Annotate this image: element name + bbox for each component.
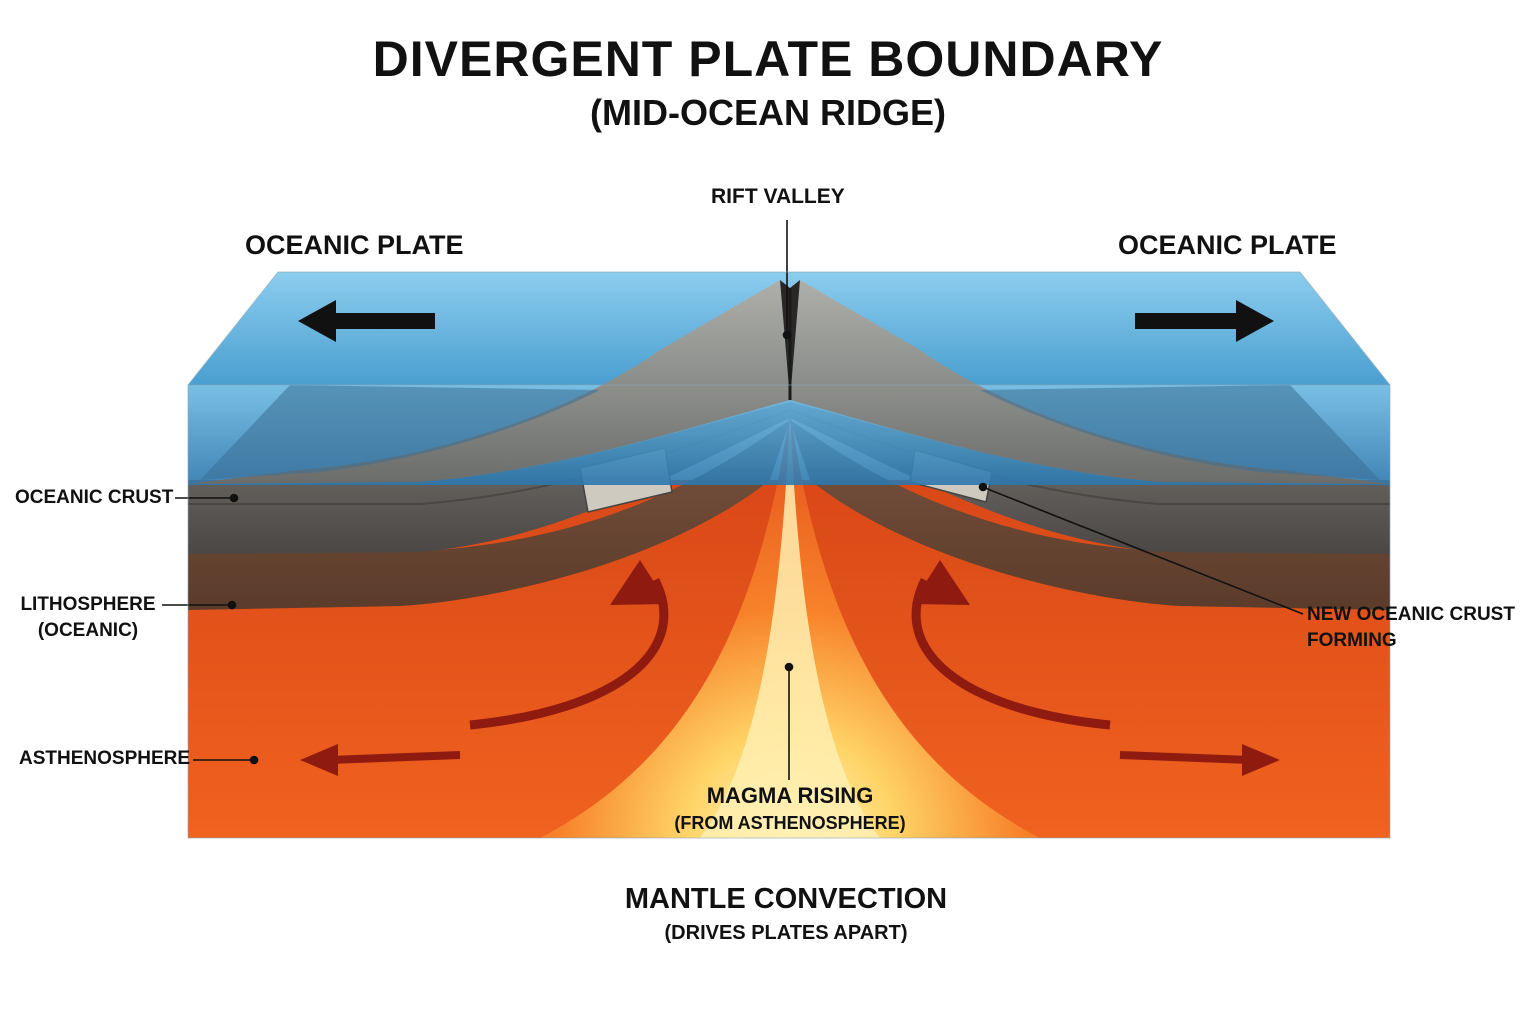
label-asthenosphere: ASTHENOSPHERE bbox=[19, 748, 191, 769]
label-lithosphere-line2: (OCEANIC) bbox=[37, 620, 139, 641]
label-new-crust-line2: FORMING bbox=[1307, 630, 1397, 651]
label-rift-valley: RIFT VALLEY bbox=[711, 185, 845, 208]
label-lithosphere: LITHOSPHERE (OCEANIC) bbox=[18, 594, 158, 642]
magma-core bbox=[700, 410, 880, 838]
label-lithosphere-line1: LITHOSPHERE bbox=[20, 594, 156, 615]
label-magma-line2: (FROM ASTHENOSPHERE) bbox=[674, 813, 906, 833]
label-convection-line2: (DRIVES PLATES APART) bbox=[664, 922, 908, 944]
label-new-crust-line1: NEW OCEANIC CRUST bbox=[1307, 604, 1515, 625]
convection-arrow-right-up bbox=[911, 577, 1111, 730]
label-magma-rising: MAGMA RISING (FROM ASTHENOSPHERE) bbox=[640, 783, 940, 834]
label-oceanic-crust: OCEANIC CRUST bbox=[15, 487, 174, 508]
label-mantle-convection: MANTLE CONVECTION (DRIVES PLATES APART) bbox=[586, 883, 986, 945]
convection-arrow-left-up bbox=[469, 577, 669, 730]
label-new-oceanic-crust: NEW OCEANIC CRUST FORMING bbox=[1307, 604, 1515, 652]
lithosphere-right bbox=[790, 420, 1390, 610]
convection-arrow-left-out bbox=[329, 751, 461, 764]
arrow-left-icon bbox=[298, 300, 435, 342]
label-oceanic-plate-left: OCEANIC PLATE bbox=[245, 230, 464, 260]
page-title: DIVERGENT PLATE BOUNDARY bbox=[372, 31, 1164, 87]
ridge-right bbox=[790, 280, 1390, 484]
label-magma-line1: MAGMA RISING bbox=[706, 783, 874, 808]
lithosphere-left bbox=[188, 420, 790, 610]
ridge-left bbox=[188, 280, 790, 484]
leader-lines bbox=[162, 220, 1304, 780]
label-oceanic-plate-right: OCEANIC PLATE bbox=[1118, 230, 1337, 260]
label-convection-line1: MANTLE CONVECTION bbox=[624, 883, 948, 915]
page-subtitle: (MID-OCEAN RIDGE) bbox=[590, 92, 946, 133]
arrow-right-icon bbox=[1135, 300, 1274, 342]
convection-arrow-right-out bbox=[1119, 751, 1251, 764]
